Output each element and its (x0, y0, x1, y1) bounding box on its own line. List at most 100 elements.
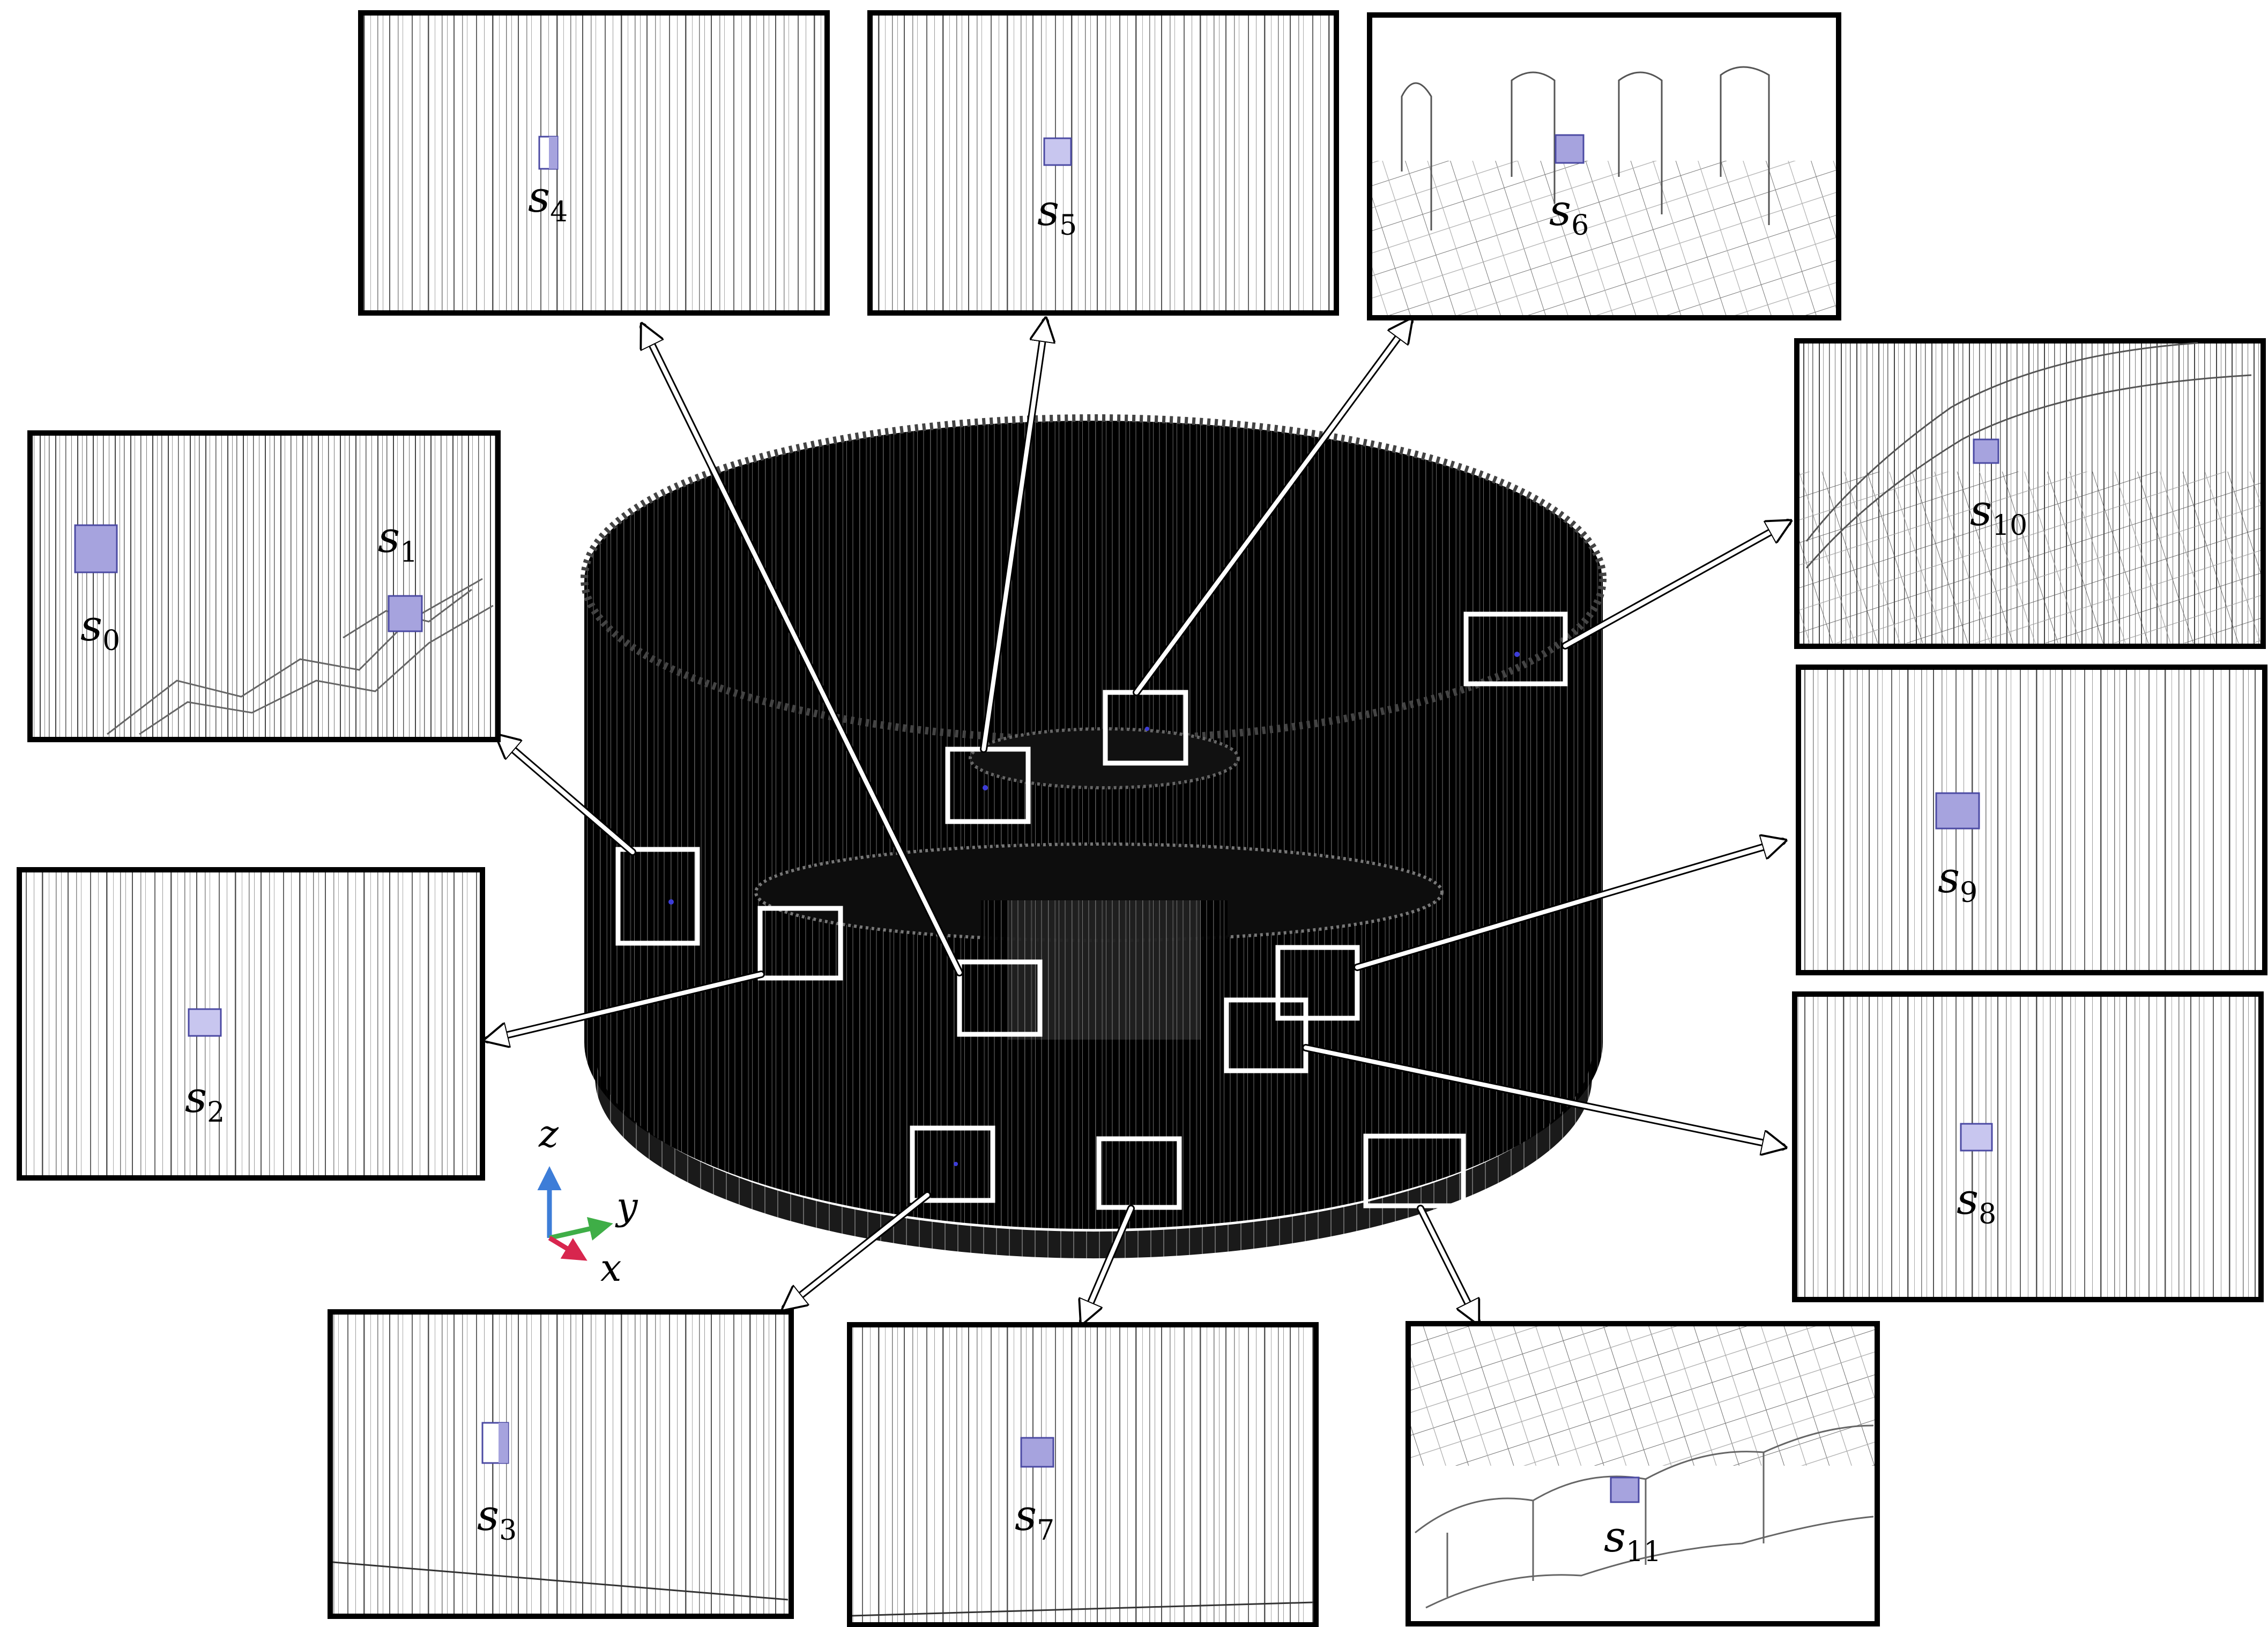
sensor-dot-s0 (668, 899, 674, 905)
label-subscript: 7 (1037, 1514, 1054, 1547)
zoom-panel-s8: s8 (1792, 991, 2264, 1302)
label-s7: s7 (1015, 1490, 1054, 1547)
inner-bright-band (981, 900, 1228, 1040)
label-subscript: 2 (207, 1096, 225, 1129)
zoom-panel-s4: s4 (358, 10, 830, 316)
arrow-to-s8 (1304, 1046, 1782, 1147)
sensor-cube-s7 (1020, 1437, 1054, 1468)
label-subscript: 9 (1960, 877, 1977, 909)
label-subscript: 0 (102, 625, 120, 657)
sensor-dot-s3 (954, 1162, 958, 1166)
label-subscript: 6 (1571, 210, 1589, 242)
label-s10: s10 (1970, 486, 2027, 542)
zoom-panel-s5: s5 (867, 10, 1339, 316)
sensor-dot-s10 (1514, 652, 1520, 657)
label-s5: s5 (1037, 185, 1077, 242)
zoom-panel-s10: s10 (1794, 338, 2266, 649)
label-s8: s8 (1957, 1174, 1996, 1230)
label-subscript: 10 (1992, 510, 2027, 542)
arrow-to-s11 (1418, 1206, 1477, 1321)
cylinder-top (584, 421, 1603, 742)
sensor-cube-s11 (1610, 1476, 1640, 1503)
sensor-cube-s0 (74, 524, 118, 573)
label-letter: s (1549, 185, 1571, 235)
arrow-to-s4 (643, 327, 962, 975)
label-letter: s (1037, 185, 1059, 235)
arrow-to-s5 (981, 322, 1045, 751)
region-s4 (957, 959, 1043, 1037)
label-letter: s (1938, 853, 1960, 902)
sensor-dot-s6 (1145, 727, 1149, 731)
region-s5 (945, 747, 1031, 824)
label-subscript: 11 (1626, 1536, 1661, 1568)
axis-x-label: x (600, 1246, 621, 1290)
coordinate-axes: z y x (537, 1112, 638, 1290)
region-s3 (910, 1125, 995, 1203)
label-subscript: 3 (499, 1514, 517, 1547)
arrow-to-s2 (488, 972, 763, 1040)
arrow-to-s9 (1355, 841, 1782, 969)
axis-y-arrow (549, 1217, 613, 1241)
zoom-panel-s7: s7 (847, 1322, 1319, 1627)
callout-arrows (488, 322, 1788, 1321)
label-letter: s (477, 1490, 499, 1540)
region-s7 (1096, 1136, 1182, 1210)
arrow-to-s0-s1 (499, 737, 635, 854)
sensor-cube-s10 (1973, 438, 1999, 464)
label-s3: s3 (477, 1490, 517, 1547)
region-markers (615, 611, 1568, 1210)
region-s2 (757, 906, 843, 981)
label-s11: s11 (1604, 1512, 1661, 1568)
label-letter: s (80, 601, 102, 651)
sensor-cube-s6 (1555, 134, 1585, 164)
label-subscript: 8 (1979, 1198, 1996, 1230)
zoom-panel-s3: s3 (328, 1309, 794, 1619)
sensor-cube-s4 (538, 136, 559, 170)
label-letter: s (528, 172, 550, 222)
label-letter: s (1015, 1490, 1037, 1540)
zoom-panel-s0-s1: s0 s1 (27, 430, 501, 742)
arch-wireframe-s10 (1805, 342, 2252, 569)
sensor-cube-s5 (1043, 137, 1072, 166)
region-s8 (1224, 997, 1308, 1073)
sensor-cube-s3 (481, 1422, 509, 1464)
inner-ring-lower (754, 842, 1444, 942)
region-s9 (1275, 945, 1360, 1021)
label-s1: s1 (378, 512, 418, 569)
axis-z-label: z (538, 1112, 559, 1156)
label-s9: s9 (1938, 853, 1977, 909)
zoom-panel-s9: s9 (1796, 665, 2267, 975)
arrow-to-s3 (785, 1193, 929, 1308)
arrow-to-s6 (1134, 322, 1410, 695)
label-letter: s (185, 1072, 207, 1122)
arch-wireframe-s11 (1415, 1424, 1874, 1609)
sensor-cube-s1 (388, 595, 423, 632)
cylinder-mesh (581, 414, 1607, 1259)
arrow-to-s10 (1563, 523, 1788, 648)
region-s0-s1 (615, 847, 700, 946)
label-subscript: 1 (400, 536, 418, 569)
label-letter: s (1604, 1512, 1626, 1562)
label-subscript: 4 (550, 196, 568, 228)
arch-wireframe-s6 (1401, 66, 1770, 230)
axis-x-arrow (548, 1236, 588, 1261)
arrow-to-s7 (1083, 1206, 1133, 1321)
sensor-cube-s9 (1935, 792, 1980, 830)
cylinder-top-rim (581, 414, 1607, 743)
sensor-cube-s2 (188, 1008, 222, 1037)
region-s6 (1103, 690, 1188, 766)
label-s0: s0 (80, 601, 120, 657)
label-s4: s4 (528, 172, 568, 228)
label-s6: s6 (1549, 185, 1589, 242)
label-s2: s2 (185, 1072, 225, 1129)
zoom-panel-s6: s6 (1367, 12, 1841, 320)
zoom-panel-s11: s11 (1406, 1321, 1880, 1626)
zoom-panel-s2: s2 (17, 867, 485, 1181)
region-s11 (1363, 1133, 1466, 1208)
sensor-cube-s8 (1960, 1123, 1993, 1152)
label-letter: s (1957, 1174, 1979, 1224)
label-letter: s (378, 512, 400, 562)
label-subscript: 5 (1059, 210, 1077, 242)
axis-y-label: y (615, 1184, 638, 1228)
